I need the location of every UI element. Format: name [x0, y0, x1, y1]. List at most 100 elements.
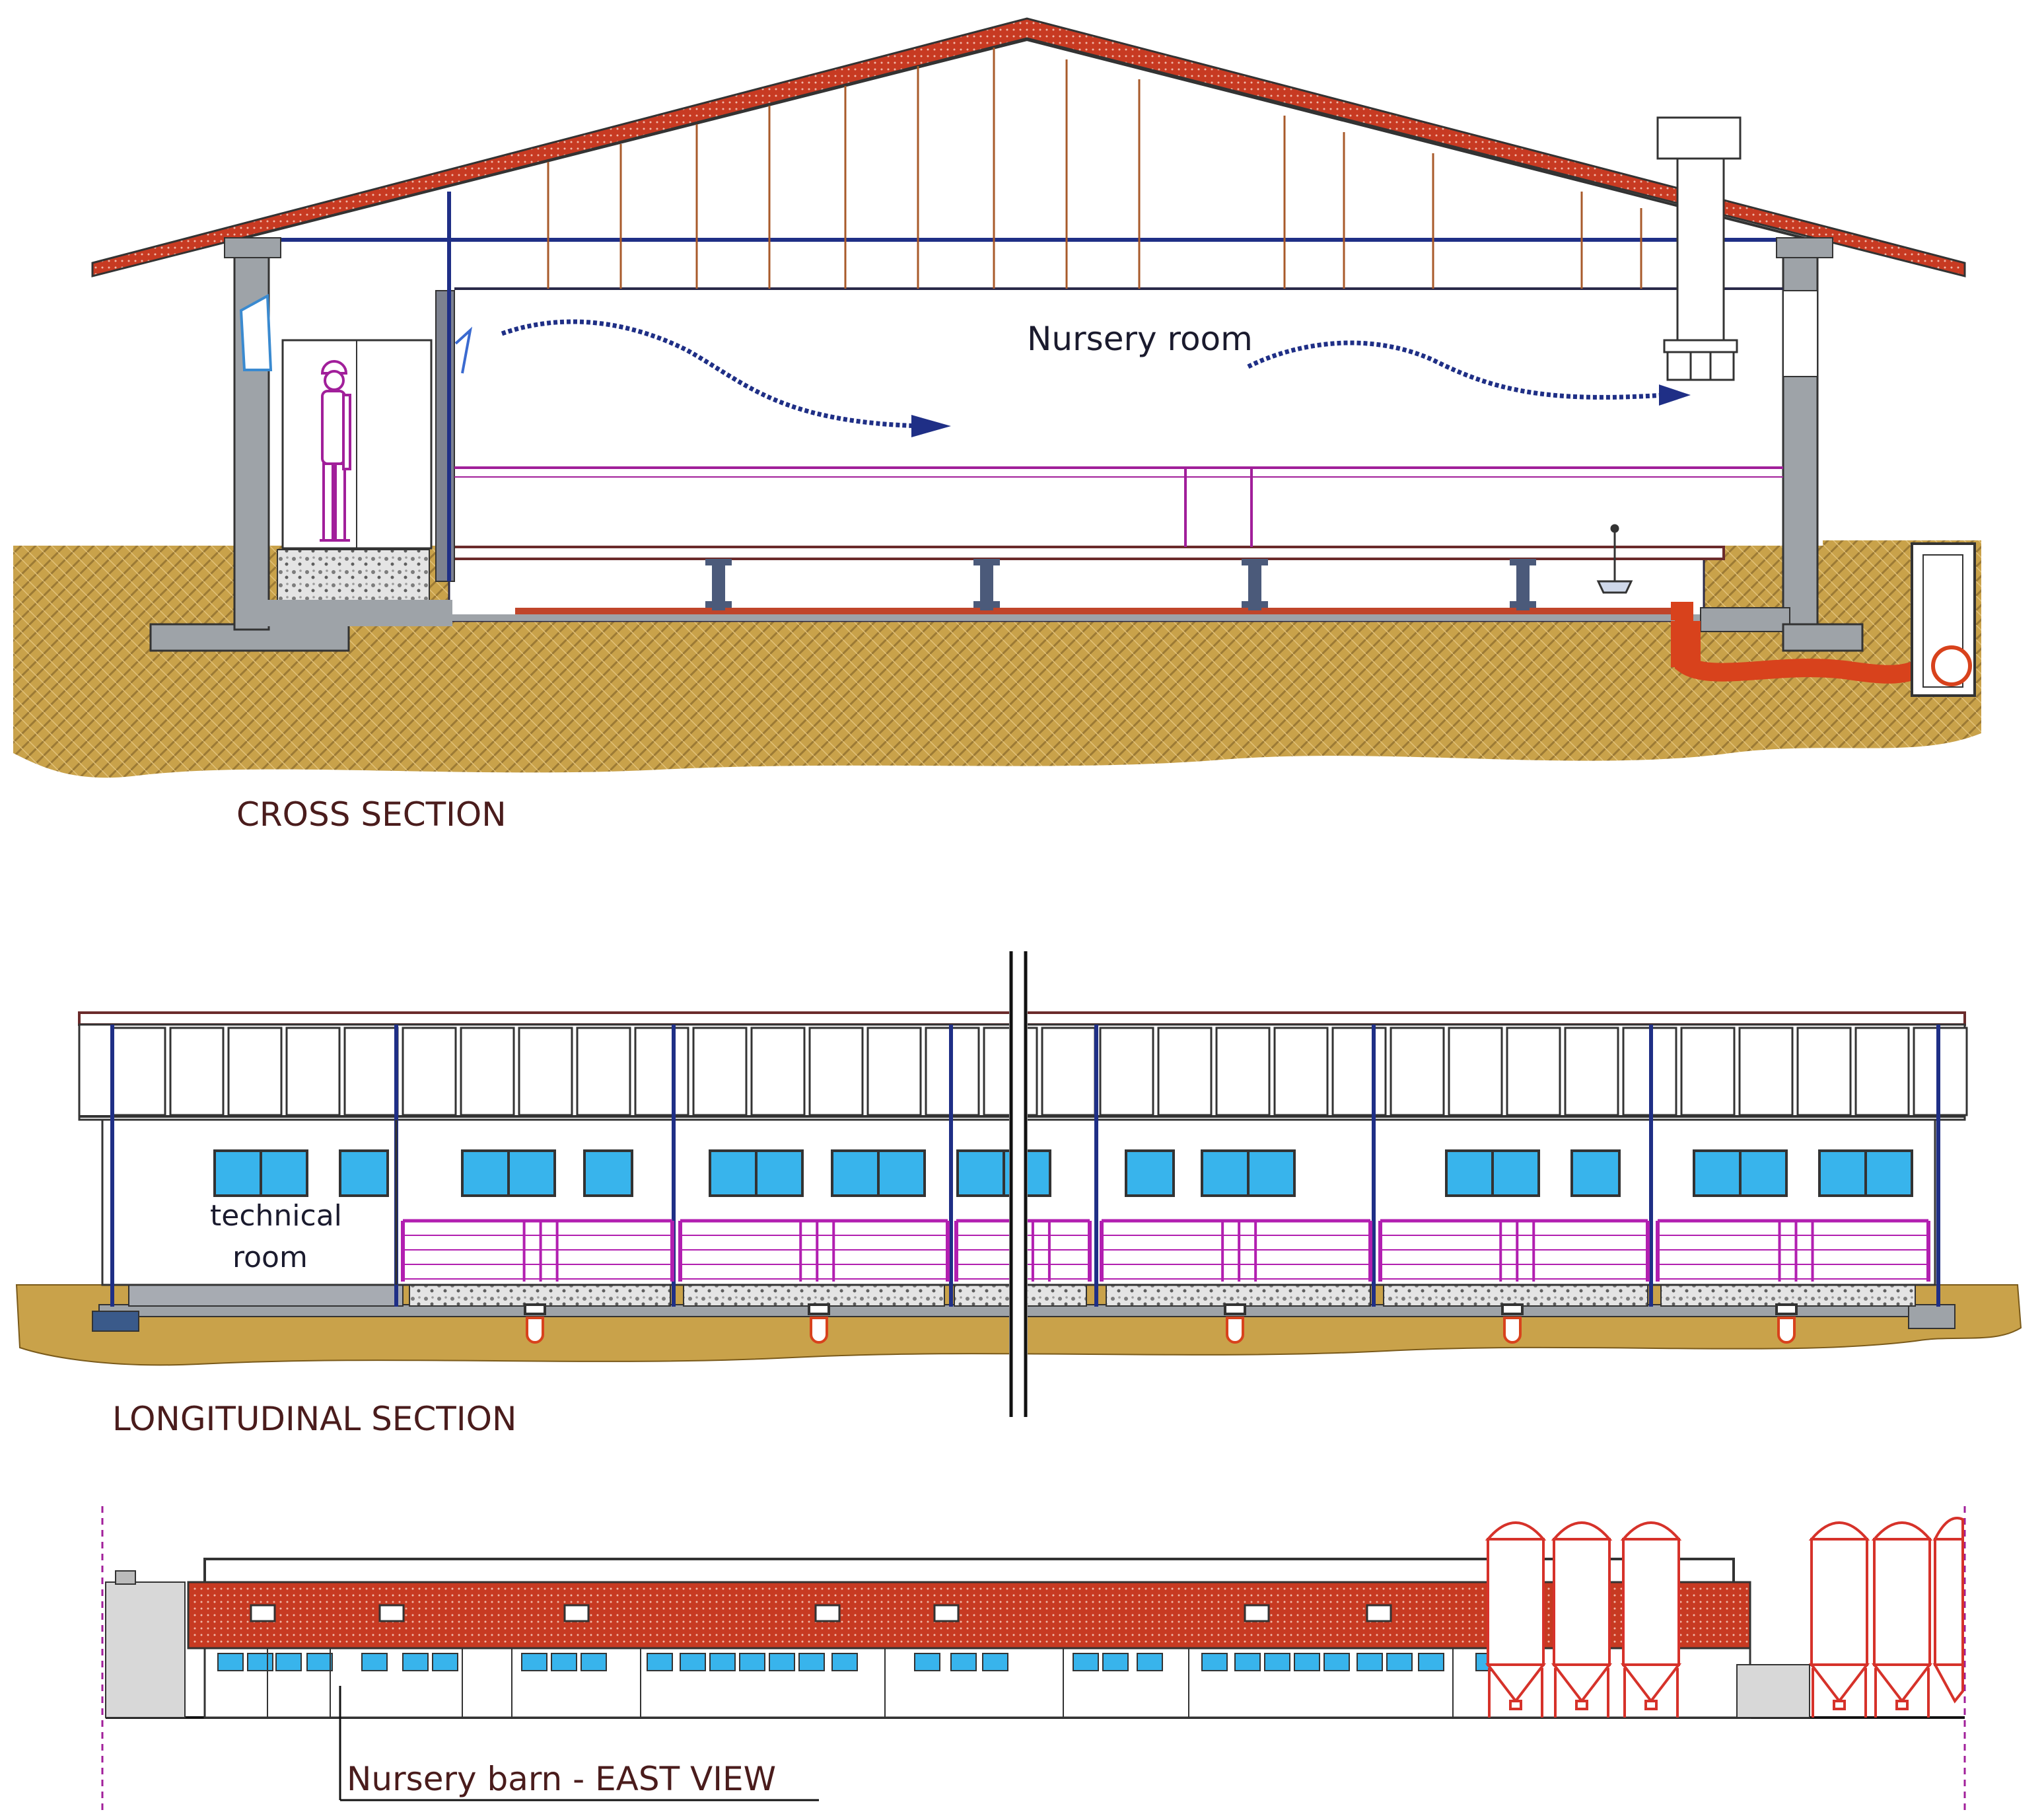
- vent-panel: [1041, 1027, 1096, 1116]
- cross-section-title: CROSS SECTION: [236, 795, 507, 834]
- roof-vent: [563, 1604, 590, 1622]
- window: [739, 1653, 765, 1671]
- slatted-floor: [448, 546, 1725, 560]
- roof-vent: [250, 1604, 276, 1622]
- silo-partial: [1932, 1517, 1964, 1704]
- silo-icon: [1485, 1517, 1964, 1718]
- roof-vent: [814, 1604, 841, 1622]
- vent-panel: [169, 1027, 225, 1116]
- window: [769, 1653, 795, 1671]
- vent-panel: [285, 1027, 341, 1116]
- vent-panel: [1506, 1027, 1561, 1116]
- vent-panel: [1796, 1027, 1852, 1116]
- vent-panel: [1215, 1027, 1271, 1116]
- vent-panel: [808, 1027, 864, 1116]
- technical-room-label-1: technical: [210, 1199, 342, 1233]
- vent-panel: [634, 1027, 689, 1116]
- window: [551, 1653, 577, 1671]
- airflow-arrow-icon: [501, 319, 1665, 429]
- vent-panel: [460, 1027, 515, 1116]
- wall-divisions: [267, 1648, 1454, 1718]
- technical-room-label-2: room: [232, 1241, 308, 1274]
- vent-panel: [227, 1027, 283, 1116]
- silo: [1485, 1521, 1547, 1718]
- nursery-room-label: Nursery room: [1027, 320, 1253, 358]
- vent-panel: [1680, 1027, 1736, 1116]
- window: [1137, 1653, 1163, 1671]
- window: [361, 1653, 388, 1671]
- floor-supports: [705, 559, 1536, 610]
- window: [709, 1653, 736, 1671]
- vent-panel: [518, 1027, 573, 1116]
- person-icon: [320, 360, 351, 542]
- roof-vent: [1244, 1604, 1270, 1622]
- window: [217, 1653, 244, 1671]
- vent-panel: [343, 1027, 399, 1116]
- silo: [1551, 1521, 1613, 1718]
- vent-panel: [402, 1027, 457, 1116]
- vent-panel: [1099, 1027, 1154, 1116]
- window: [1418, 1653, 1444, 1671]
- vent-panel: [1157, 1027, 1213, 1116]
- silo: [1620, 1521, 1682, 1718]
- cross-section-drawing: Nursery room CROSS SECTION: [13, 17, 1981, 834]
- window: [1264, 1653, 1290, 1671]
- roof-vents: [250, 1604, 1392, 1622]
- vent-panel: [750, 1027, 806, 1116]
- silo: [1808, 1521, 1870, 1718]
- vent-panel: [576, 1027, 631, 1116]
- window: [680, 1653, 706, 1671]
- roof-vent: [933, 1604, 960, 1622]
- window: [339, 1149, 389, 1197]
- vent-panel: [692, 1027, 748, 1116]
- roof-truss: [547, 48, 1642, 289]
- window: [1234, 1653, 1261, 1671]
- vent-panel: [111, 1027, 166, 1116]
- window: [1294, 1653, 1320, 1671]
- drain-fittings: [524, 1303, 1798, 1344]
- window: [1125, 1149, 1175, 1197]
- vent-panel: [1448, 1027, 1503, 1116]
- window: [950, 1653, 977, 1671]
- window: [521, 1653, 547, 1671]
- window: [798, 1653, 825, 1671]
- left-annex: [105, 1581, 186, 1718]
- east-view-windows: [217, 1653, 1502, 1671]
- longitudinal-section-drawing: technical room LONGITUDINAL SECTION: [15, 951, 2022, 1438]
- structural-posts: [110, 1025, 1940, 1307]
- silo: [1871, 1521, 1933, 1718]
- window: [247, 1653, 273, 1671]
- exhaust-fan-icon: [1656, 116, 1742, 381]
- longitudinal-section-title: LONGITUDINAL SECTION: [112, 1400, 516, 1438]
- window: [306, 1653, 333, 1671]
- vent-panel: [1331, 1027, 1387, 1116]
- window: [914, 1653, 940, 1671]
- window: [647, 1653, 673, 1671]
- pen-rails: [401, 1219, 1930, 1282]
- feeder: [1596, 524, 1633, 594]
- vent-panel: [1273, 1027, 1329, 1116]
- roof-vent: [378, 1604, 405, 1622]
- vent-panel: [1564, 1027, 1619, 1116]
- window: [1073, 1653, 1099, 1671]
- window: [275, 1653, 302, 1671]
- longitudinal-windows: [213, 1149, 1913, 1197]
- east-view-title: Nursery barn - EAST VIEW: [347, 1760, 776, 1798]
- vent-panel: [866, 1027, 922, 1116]
- window: [583, 1149, 633, 1197]
- roof-cross: [91, 17, 1966, 277]
- roof-vent: [1366, 1604, 1392, 1622]
- window: [1201, 1653, 1228, 1671]
- window: [982, 1653, 1008, 1671]
- window: [581, 1653, 607, 1671]
- window: [1386, 1653, 1413, 1671]
- window: [1570, 1149, 1621, 1197]
- vent-panel: [1854, 1027, 1910, 1116]
- window: [1323, 1653, 1350, 1671]
- window: [402, 1653, 429, 1671]
- window: [831, 1653, 858, 1671]
- drain-pipe: [1671, 602, 1926, 684]
- vent-panel: [1390, 1027, 1445, 1116]
- window: [1357, 1653, 1383, 1671]
